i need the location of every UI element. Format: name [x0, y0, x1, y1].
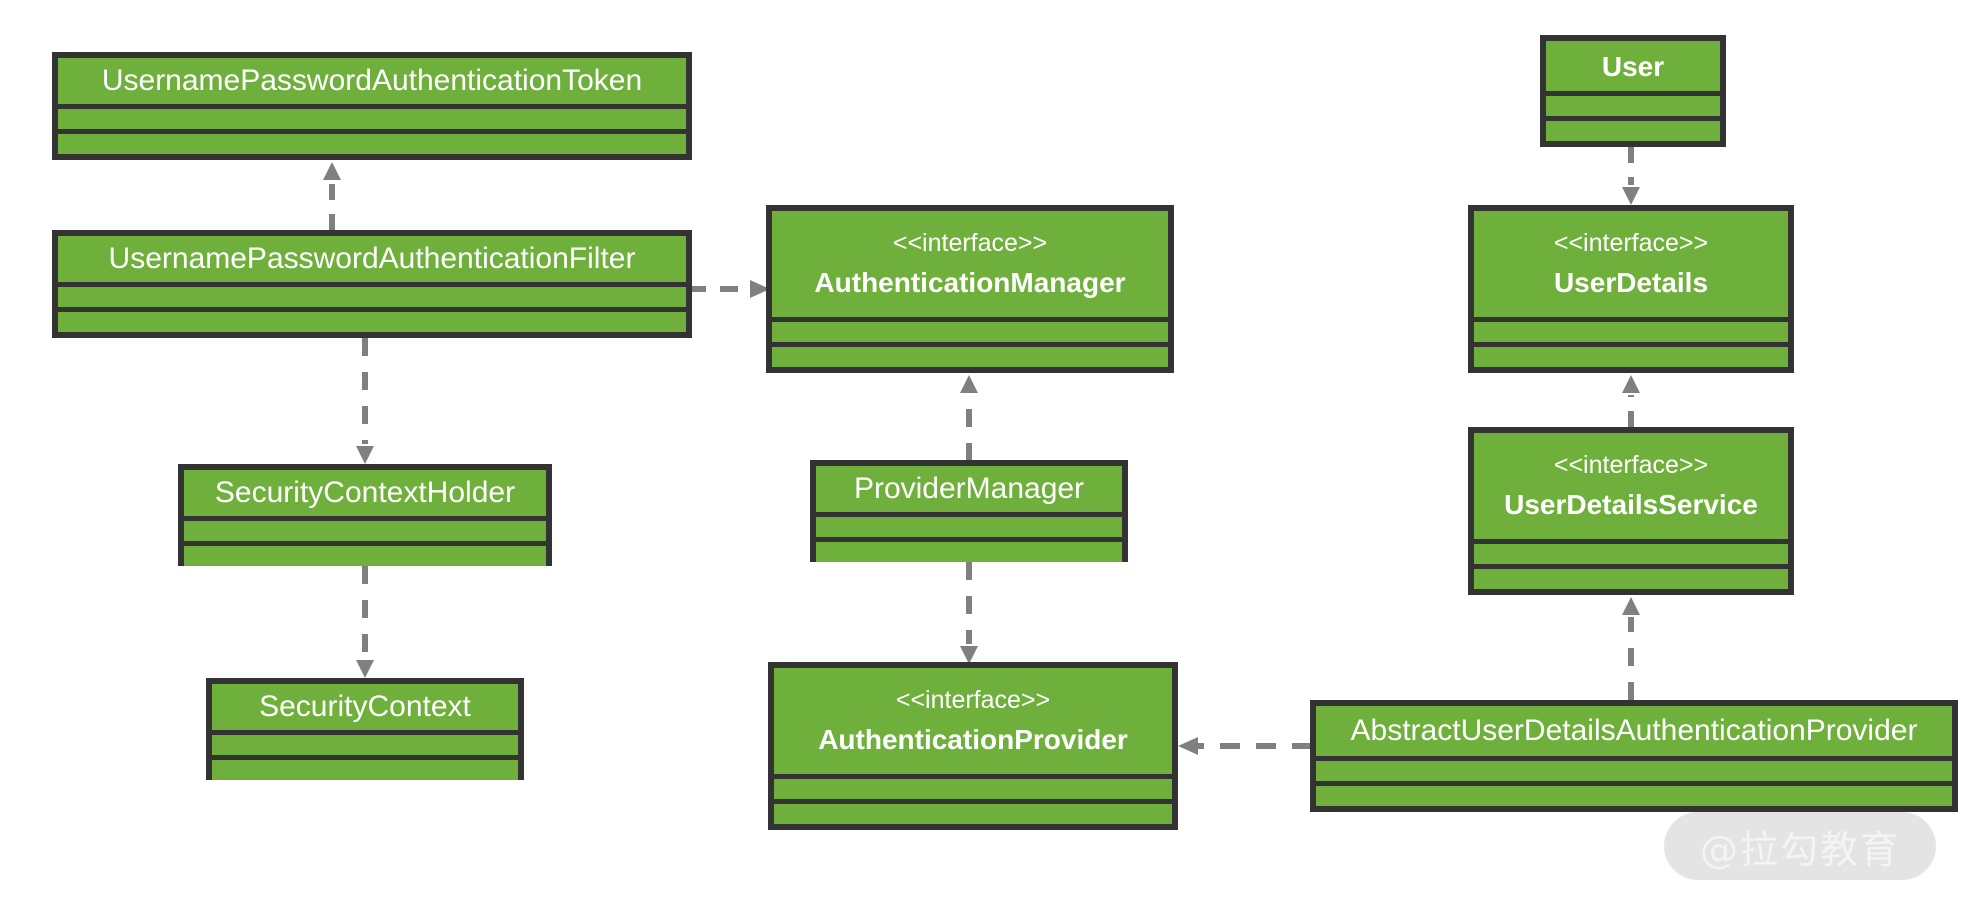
uml-attributes-compartment — [1546, 96, 1720, 116]
uml-class-title: UsernamePasswordAuthenticationToken — [58, 58, 686, 104]
uml-attributes-compartment — [816, 516, 1122, 537]
uml-class-name: User — [1601, 50, 1665, 82]
uml-operations-compartment — [1474, 569, 1788, 589]
connector-provider-manager-to-authentication-manager — [957, 373, 981, 463]
uml-class-title: SecurityContext — [212, 684, 518, 730]
uml-class-title: UsernamePasswordAuthenticationFilter — [58, 236, 686, 282]
uml-attributes-compartment — [58, 287, 686, 307]
uml-class-security-context[interactable]: SecurityContext — [206, 678, 524, 780]
uml-class-name: UserDetails — [1553, 267, 1709, 299]
uml-class-name: AbstractUserDetailsAuthenticationProvide… — [1350, 714, 1918, 748]
uml-stereotype-label: <<interface>> — [892, 228, 1048, 257]
uml-class-title: SecurityContextHolder — [184, 470, 546, 516]
uml-class-name: SecurityContext — [259, 690, 471, 723]
uml-operations-compartment — [212, 759, 518, 780]
uml-attributes-compartment — [1474, 544, 1788, 564]
uml-stereotype-label: <<interface>> — [1553, 228, 1709, 257]
uml-class-user[interactable]: User — [1540, 35, 1726, 147]
uml-operations-compartment — [58, 134, 686, 154]
uml-class-username-password-authentication-filter[interactable]: UsernamePasswordAuthenticationFilter — [52, 230, 692, 338]
uml-operations-compartment — [184, 545, 546, 566]
uml-operations-compartment — [772, 347, 1168, 367]
uml-class-name: UserDetailsService — [1504, 489, 1758, 521]
uml-operations-compartment — [1546, 121, 1720, 141]
watermark: @拉勾教育 — [1664, 812, 1936, 880]
uml-attributes-compartment — [1474, 322, 1788, 342]
uml-class-title: <<interface>> UserDetails — [1474, 211, 1788, 317]
uml-class-title: User — [1546, 41, 1720, 91]
uml-class-name: AuthenticationManager — [814, 267, 1126, 299]
uml-operations-compartment — [58, 312, 686, 332]
uml-operations-compartment — [1316, 786, 1952, 806]
connector-user-to-user-details — [1619, 147, 1643, 207]
uml-class-title: <<interface>> AuthenticationManager — [772, 211, 1168, 317]
uml-class-security-context-holder[interactable]: SecurityContextHolder — [178, 464, 552, 566]
uml-attributes-compartment — [1316, 761, 1952, 781]
uml-attributes-compartment — [774, 779, 1172, 799]
uml-class-provider-manager[interactable]: ProviderManager — [810, 460, 1128, 562]
uml-class-user-details-service[interactable]: <<interface>> UserDetailsService — [1468, 427, 1794, 595]
uml-class-abstract-user-details-authentication-provider[interactable]: AbstractUserDetailsAuthenticationProvide… — [1310, 700, 1958, 812]
uml-class-username-password-authentication-token[interactable]: UsernamePasswordAuthenticationToken — [52, 52, 692, 160]
uml-class-name: SecurityContextHolder — [214, 476, 516, 509]
uml-class-title: ProviderManager — [816, 466, 1122, 512]
uml-class-authentication-manager[interactable]: <<interface>> AuthenticationManager — [766, 205, 1174, 373]
uml-class-user-details[interactable]: <<interface>> UserDetails — [1468, 205, 1794, 373]
connector-filter-to-security-context-holder — [353, 338, 377, 466]
uml-attributes-compartment — [212, 734, 518, 755]
uml-class-title: AbstractUserDetailsAuthenticationProvide… — [1316, 706, 1952, 756]
uml-attributes-compartment — [58, 109, 686, 129]
uml-operations-compartment — [816, 541, 1122, 562]
uml-class-title: <<interface>> UserDetailsService — [1474, 433, 1788, 539]
uml-class-title: <<interface>> AuthenticationProvider — [774, 668, 1172, 774]
uml-operations-compartment — [774, 804, 1172, 824]
connector-abstract-provider-to-authentication-provider — [1176, 734, 1314, 758]
uml-stereotype-label: <<interface>> — [895, 685, 1051, 714]
uml-operations-compartment — [1474, 347, 1788, 367]
uml-class-name: UsernamePasswordAuthenticationFilter — [108, 242, 636, 276]
connector-provider-manager-to-authentication-provider — [957, 562, 981, 666]
uml-stereotype-label: <<interface>> — [1553, 450, 1709, 479]
connector-filter-to-authentication-manager — [688, 277, 772, 301]
uml-attributes-compartment — [184, 520, 546, 541]
uml-class-name: AuthenticationProvider — [818, 724, 1128, 756]
connector-user-details-service-to-user-details — [1619, 373, 1643, 429]
uml-class-authentication-provider[interactable]: <<interface>> AuthenticationProvider — [768, 662, 1178, 830]
connector-security-context-holder-to-security-context — [353, 566, 377, 680]
uml-class-name: ProviderManager — [853, 472, 1085, 505]
connector-abstract-provider-to-user-details-service — [1619, 595, 1643, 702]
uml-attributes-compartment — [772, 322, 1168, 342]
uml-class-name: UsernamePasswordAuthenticationToken — [101, 64, 643, 98]
connector-filter-to-token — [320, 160, 344, 232]
